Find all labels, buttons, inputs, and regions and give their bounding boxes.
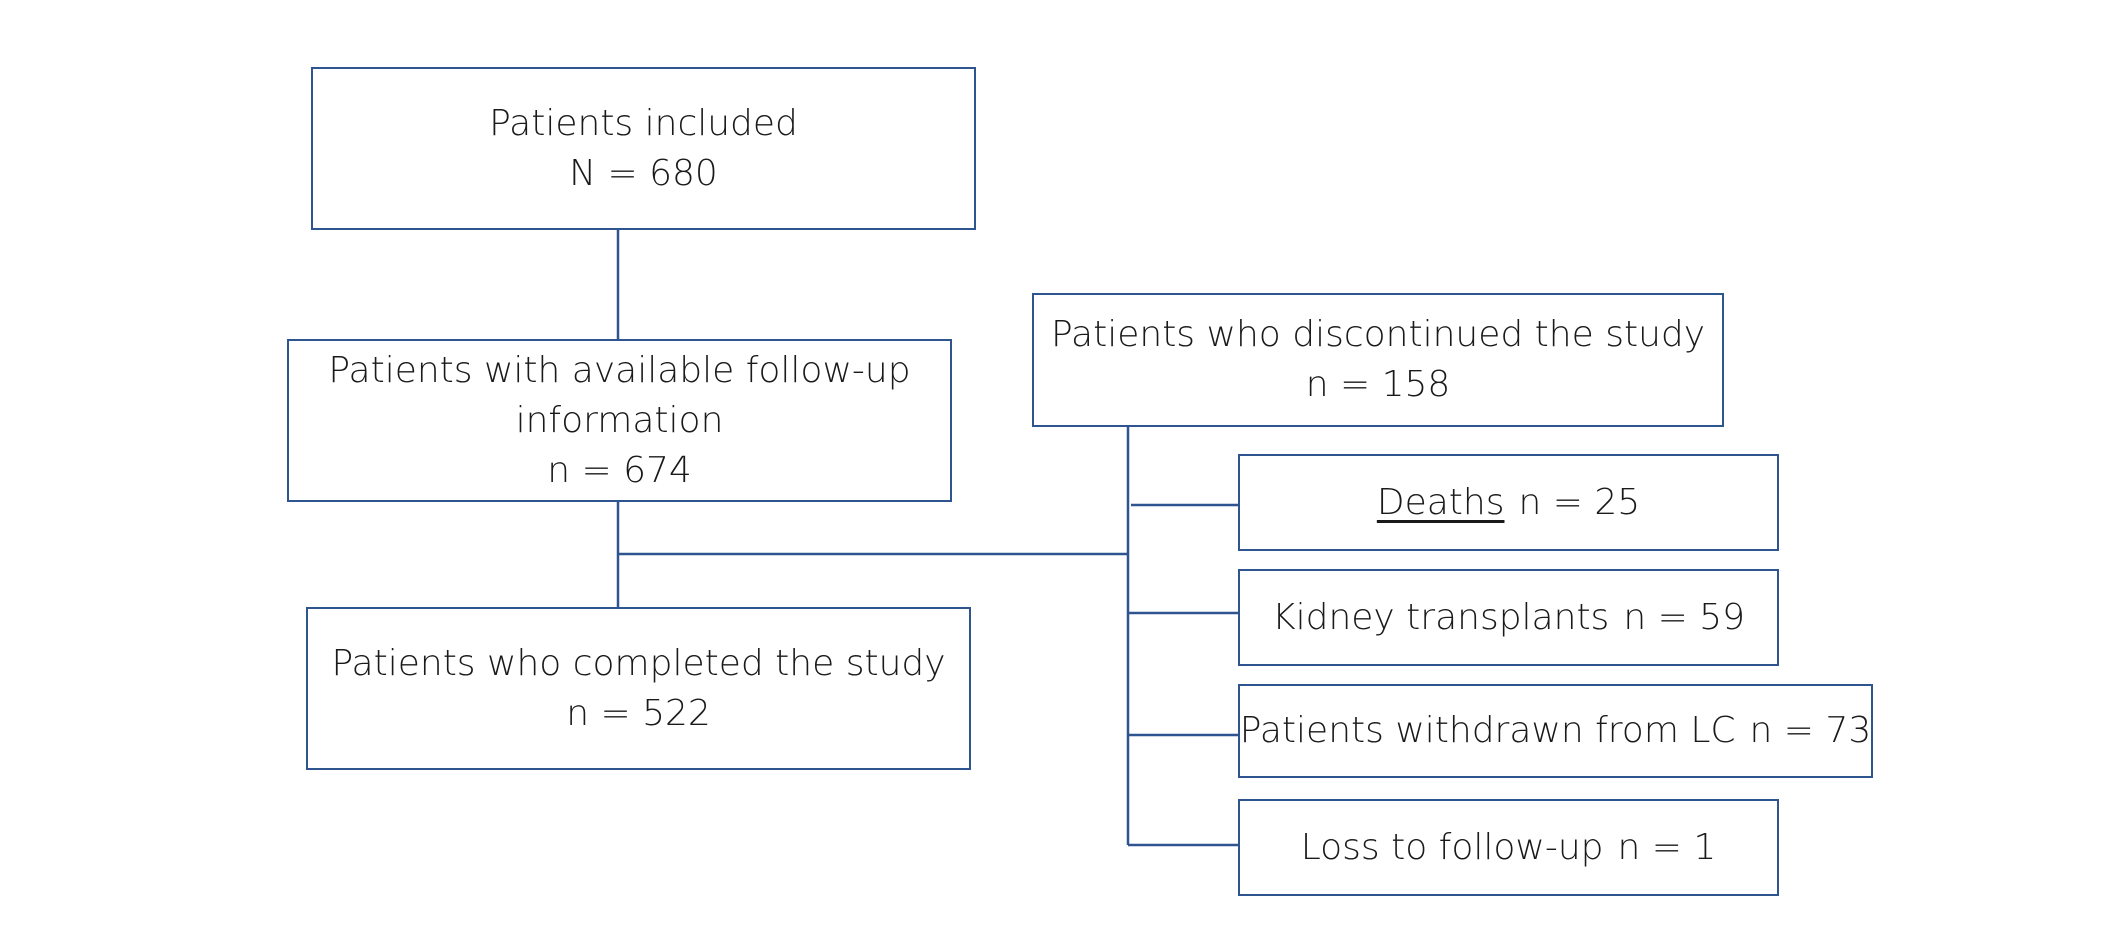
box-deaths: Deaths n = 25 — [1238, 454, 1779, 551]
transplants-label: Kidney transplants — [1271, 596, 1610, 638]
box-withdrawn-lc: Patients withdrawn from LC n = 73 — [1238, 684, 1873, 778]
discontinued-label: Patients who discontinued the study — [1050, 314, 1706, 355]
completed-label: Patients who completed the study — [331, 642, 946, 684]
completed-count: n = 522 — [566, 692, 711, 734]
withdrawn-label: Patients withdrawn from LC — [1239, 710, 1736, 751]
discontinued-count: n = 158 — [1305, 364, 1451, 405]
deaths-label: Deaths — [1376, 481, 1505, 523]
lost-count: n = 1 — [1617, 826, 1717, 868]
box-loss-to-followup: Loss to follow-up n = 1 — [1238, 799, 1779, 896]
box-patients-included: Patients included N = 680 — [311, 67, 976, 230]
box-kidney-transplants: Kidney transplants n = 59 — [1238, 569, 1779, 666]
followup-label-line2: information — [515, 399, 724, 441]
box-discontinued-study: Patients who discontinued the study n = … — [1032, 293, 1724, 427]
transplants-count: n = 59 — [1623, 596, 1745, 638]
followup-label-line1: Patients with available follow-up — [328, 349, 911, 391]
included-count: N = 680 — [569, 152, 718, 194]
followup-count: n = 674 — [547, 449, 692, 491]
box-available-followup: Patients with available follow-up inform… — [287, 339, 952, 502]
deaths-count: n = 25 — [1518, 481, 1641, 523]
included-label: Patients included — [489, 102, 798, 144]
withdrawn-count: n = 73 — [1749, 710, 1872, 751]
box-completed-study: Patients who completed the study n = 522 — [306, 607, 971, 770]
lost-label: Loss to follow-up — [1300, 826, 1604, 868]
